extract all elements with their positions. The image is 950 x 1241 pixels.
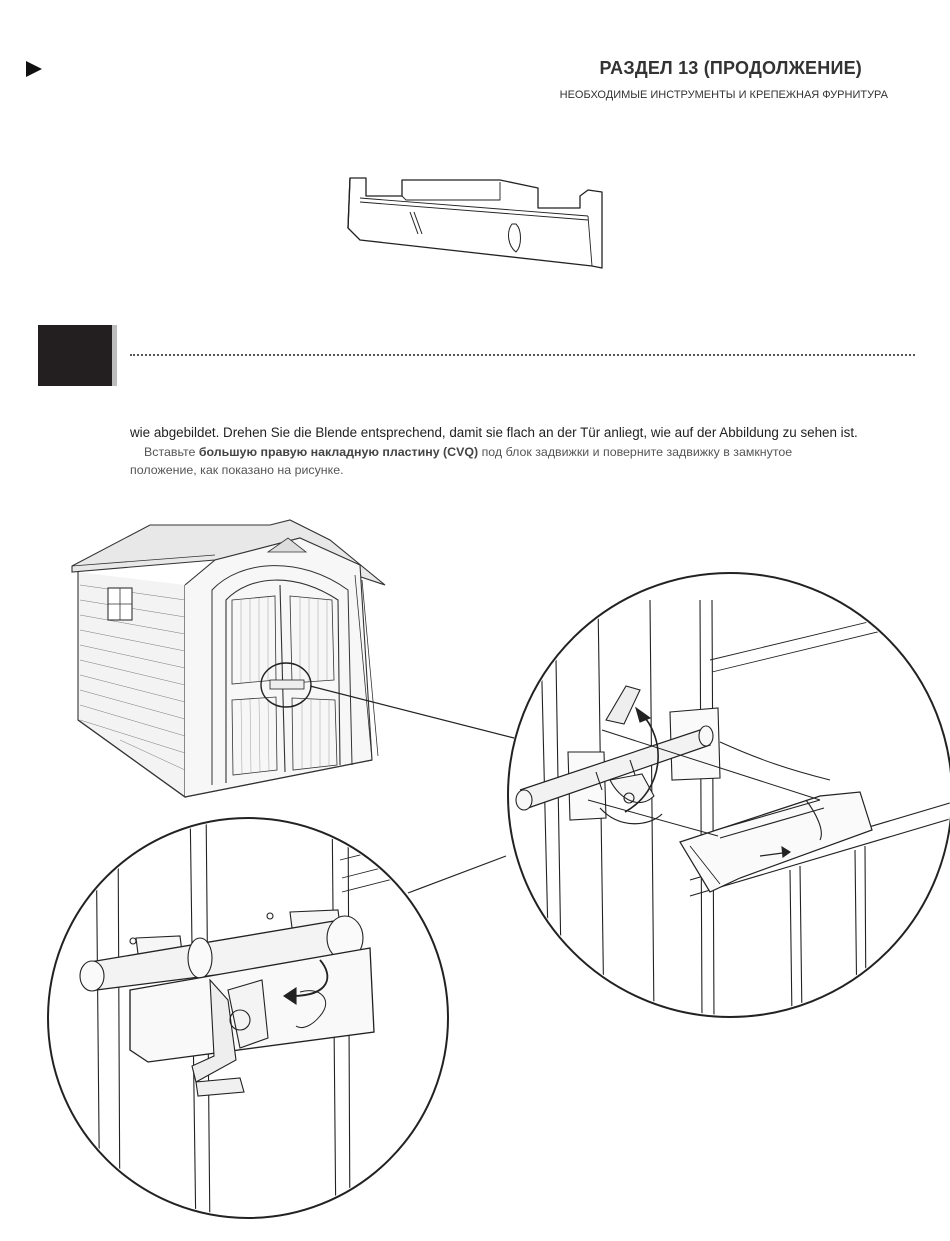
detail-circle-left bbox=[47, 817, 449, 1219]
instruction-german: wie abgebildet. Drehen Sie die Blende en… bbox=[130, 425, 858, 440]
instruction-russian-rest: под блок задвижки и поверните задвижку в… bbox=[130, 445, 793, 477]
step-number-box bbox=[38, 325, 112, 386]
callout-circle-small bbox=[260, 662, 312, 708]
cvq-plate-icon bbox=[347, 177, 603, 269]
section-subtitle: НЕОБХОДИМЫЕ ИНСТРУМЕНТЫ И КРЕПЕЖНАЯ ФУРН… bbox=[559, 89, 888, 101]
assembly-illustration bbox=[47, 519, 950, 1219]
instruction-russian-bold: большую правую накладную пластину (CVQ) bbox=[198, 445, 479, 459]
play-arrow-icon bbox=[26, 61, 42, 77]
instruction-russian: Вставьте большую правую накладную пласти… bbox=[130, 443, 860, 479]
dotted-divider bbox=[130, 354, 915, 356]
detail-circle-right bbox=[507, 572, 950, 1018]
section-title: РАЗДЕЛ 13 (ПРОДОЛЖЕНИЕ) bbox=[599, 58, 862, 78]
shed-illustration bbox=[71, 519, 386, 799]
instruction-russian-lead: Вставьте bbox=[144, 445, 199, 459]
step-accent-bar bbox=[112, 325, 117, 386]
